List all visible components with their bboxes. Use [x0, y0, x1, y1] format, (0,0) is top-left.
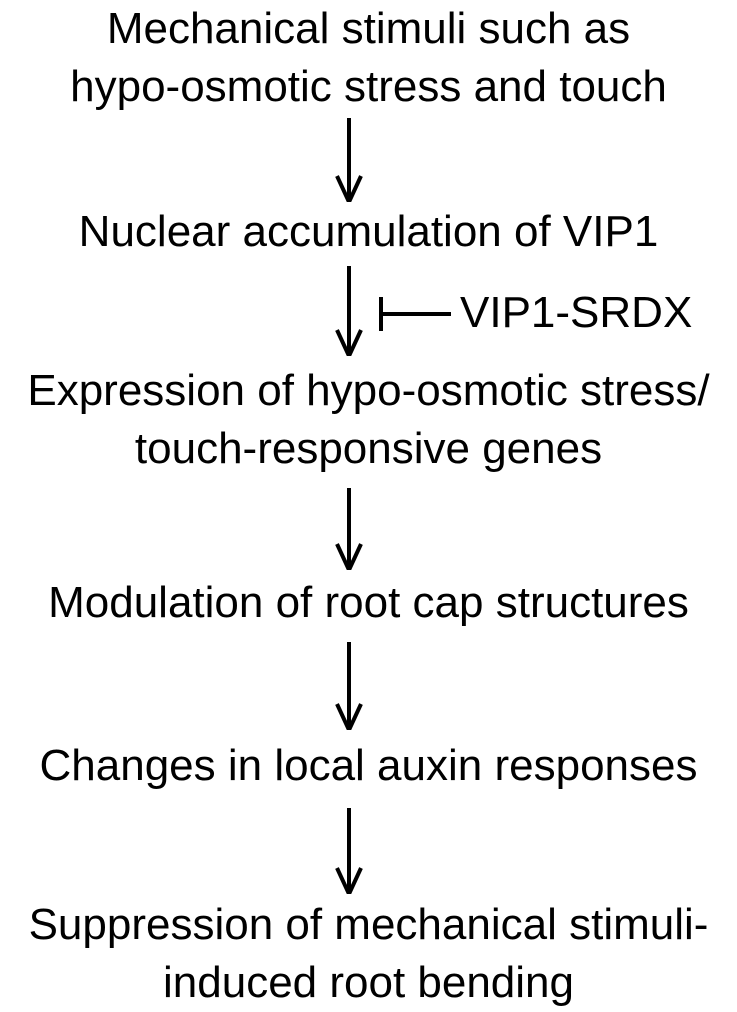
- node-text-line: Modulation of root cap structures: [48, 578, 689, 627]
- node-auxin-responses: Changes in local auxin responses: [0, 737, 737, 795]
- node-text-line: hypo-osmotic stress and touch: [70, 62, 667, 111]
- down-arrow-icon: [335, 118, 363, 202]
- node-text-line: Suppression of mechanical stimuli-: [28, 900, 709, 949]
- node-text-line: Expression of hypo-osmotic stress/: [27, 366, 710, 415]
- down-arrow-icon: [335, 488, 363, 570]
- node-root-bending-suppression: Suppression of mechanical stimuli- induc…: [0, 896, 737, 1012]
- node-text-line: touch-responsive genes: [134, 424, 603, 473]
- node-root-cap-modulation: Modulation of root cap structures: [0, 574, 737, 632]
- down-arrow-icon: [335, 642, 363, 730]
- down-arrow-icon: [335, 266, 363, 356]
- inhibitor-label: VIP1-SRDX: [460, 288, 693, 337]
- node-text-line: induced root bending: [163, 958, 574, 1007]
- node-text-line: Nuclear accumulation of VIP1: [78, 207, 659, 256]
- inhibition-bar-icon: [379, 297, 451, 331]
- down-arrow-icon: [335, 808, 363, 894]
- node-text-line: Changes in local auxin responses: [39, 741, 698, 790]
- node-mechanical-stimuli: Mechanical stimuli such as hypo-osmotic …: [0, 0, 737, 116]
- node-gene-expression: Expression of hypo-osmotic stress/ touch…: [0, 362, 737, 478]
- node-text-line: Mechanical stimuli such as: [106, 4, 631, 53]
- node-nuclear-accumulation: Nuclear accumulation of VIP1: [0, 203, 737, 261]
